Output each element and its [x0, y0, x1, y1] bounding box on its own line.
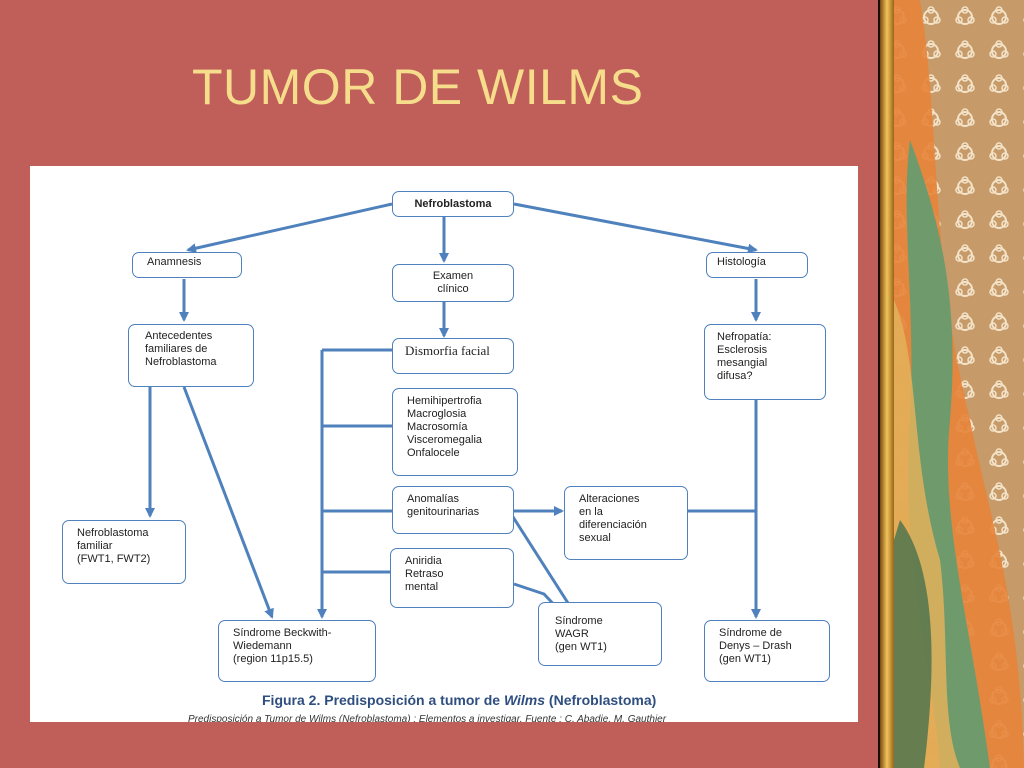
caption-suffix: (Nefroblastoma) [545, 692, 657, 708]
node-hemihipertrofia-label: Hemihipertrofia Macroglosia Macrosomía V… [407, 395, 483, 459]
diagram-connectors [145, 202, 761, 619]
ribbon-dark [894, 520, 932, 768]
node-aniridia-label: Aniridia Retraso mental [405, 555, 444, 593]
node-alteraciones-label: Alteraciones en la diferenciación sexual [579, 493, 647, 544]
node-antecedentes-label: Antecedentes familiares de Nefroblastoma [145, 330, 217, 368]
node-denys-gen: (gen WT1) [719, 653, 771, 665]
node-wagr-gen: (gen WT1) [555, 641, 607, 653]
node-anamnesis-label: Anamnesis [147, 256, 202, 268]
node-wagr-label: Síndrome WAGR [555, 615, 603, 640]
node-denys-drash: Síndrome de Denys – Drash (gen WT1) [704, 620, 830, 682]
node-wagr: Síndrome WAGR (gen WT1) [538, 602, 662, 666]
figure-source: Predisposición a Tumor de Wilms (Nefrobl… [188, 714, 667, 722]
caption-italic: Wilms [503, 692, 546, 708]
node-beckwith-label: Síndrome Beckwith- Wiedemann [233, 627, 332, 652]
node-histologia-label: Histología [717, 256, 766, 268]
node-dismorfia-label: Dismorfia facial [405, 343, 490, 358]
node-nefropatia-label: Nefropatía: Esclerosis mesangial difusa? [717, 331, 772, 382]
node-dismorfia-facial: Dismorfia facial [392, 338, 514, 374]
arrow-anomalias-wagr [504, 505, 577, 616]
node-nefropatia: Nefropatía: Esclerosis mesangial difusa? [704, 324, 826, 400]
node-beckwith-wiedemann: Síndrome Beckwith- Wiedemann (region 11p… [218, 620, 376, 682]
decorative-border [880, 0, 1024, 768]
node-familiar-genes: (FWT1, FWT2) [77, 553, 151, 565]
node-anomalias: Anomalías genitourinarias [392, 486, 514, 534]
node-familiar-label: Nefroblastoma familiar [77, 527, 149, 552]
diagram-panel: Nefroblastoma Anamnesis Examen clínico H… [30, 166, 858, 722]
slide: TUMOR DE WILMS [0, 0, 880, 768]
node-nefroblastoma-familiar: Nefroblastoma familiar (FWT1, FWT2) [62, 520, 186, 584]
caption-prefix: Figura 2. Predisposición a tumor de [262, 692, 504, 708]
arrow-root-anamnesis [186, 202, 393, 254]
node-examen-label: Examen clínico [432, 270, 474, 295]
arrow-antecedentes-beckwith [182, 386, 274, 619]
node-nefroblastoma: Nefroblastoma [392, 191, 514, 217]
node-examen-clinico: Examen clínico [392, 264, 514, 302]
node-hemihipertrofia: Hemihipertrofia Macroglosia Macrosomía V… [392, 388, 518, 476]
arrow-root-histologia [513, 202, 758, 254]
node-nefroblastoma-label: Nefroblastoma [414, 197, 492, 210]
node-alteraciones: Alteraciones en la diferenciación sexual [564, 486, 688, 560]
slide-title: TUMOR DE WILMS [192, 59, 644, 115]
node-histologia: Histología [706, 252, 808, 278]
node-denys-label: Síndrome de Denys – Drash [719, 627, 792, 652]
node-anomalias-label: Anomalías genitourinarias [407, 493, 480, 518]
node-anamnesis: Anamnesis [132, 252, 242, 278]
node-antecedentes: Antecedentes familiares de Nefroblastoma [128, 324, 254, 387]
node-aniridia: Aniridia Retraso mental [390, 548, 514, 608]
node-beckwith-region: (region 11p15.5) [233, 653, 313, 665]
figure-caption: Figura 2. Predisposición a tumor de Wilm… [262, 692, 656, 708]
